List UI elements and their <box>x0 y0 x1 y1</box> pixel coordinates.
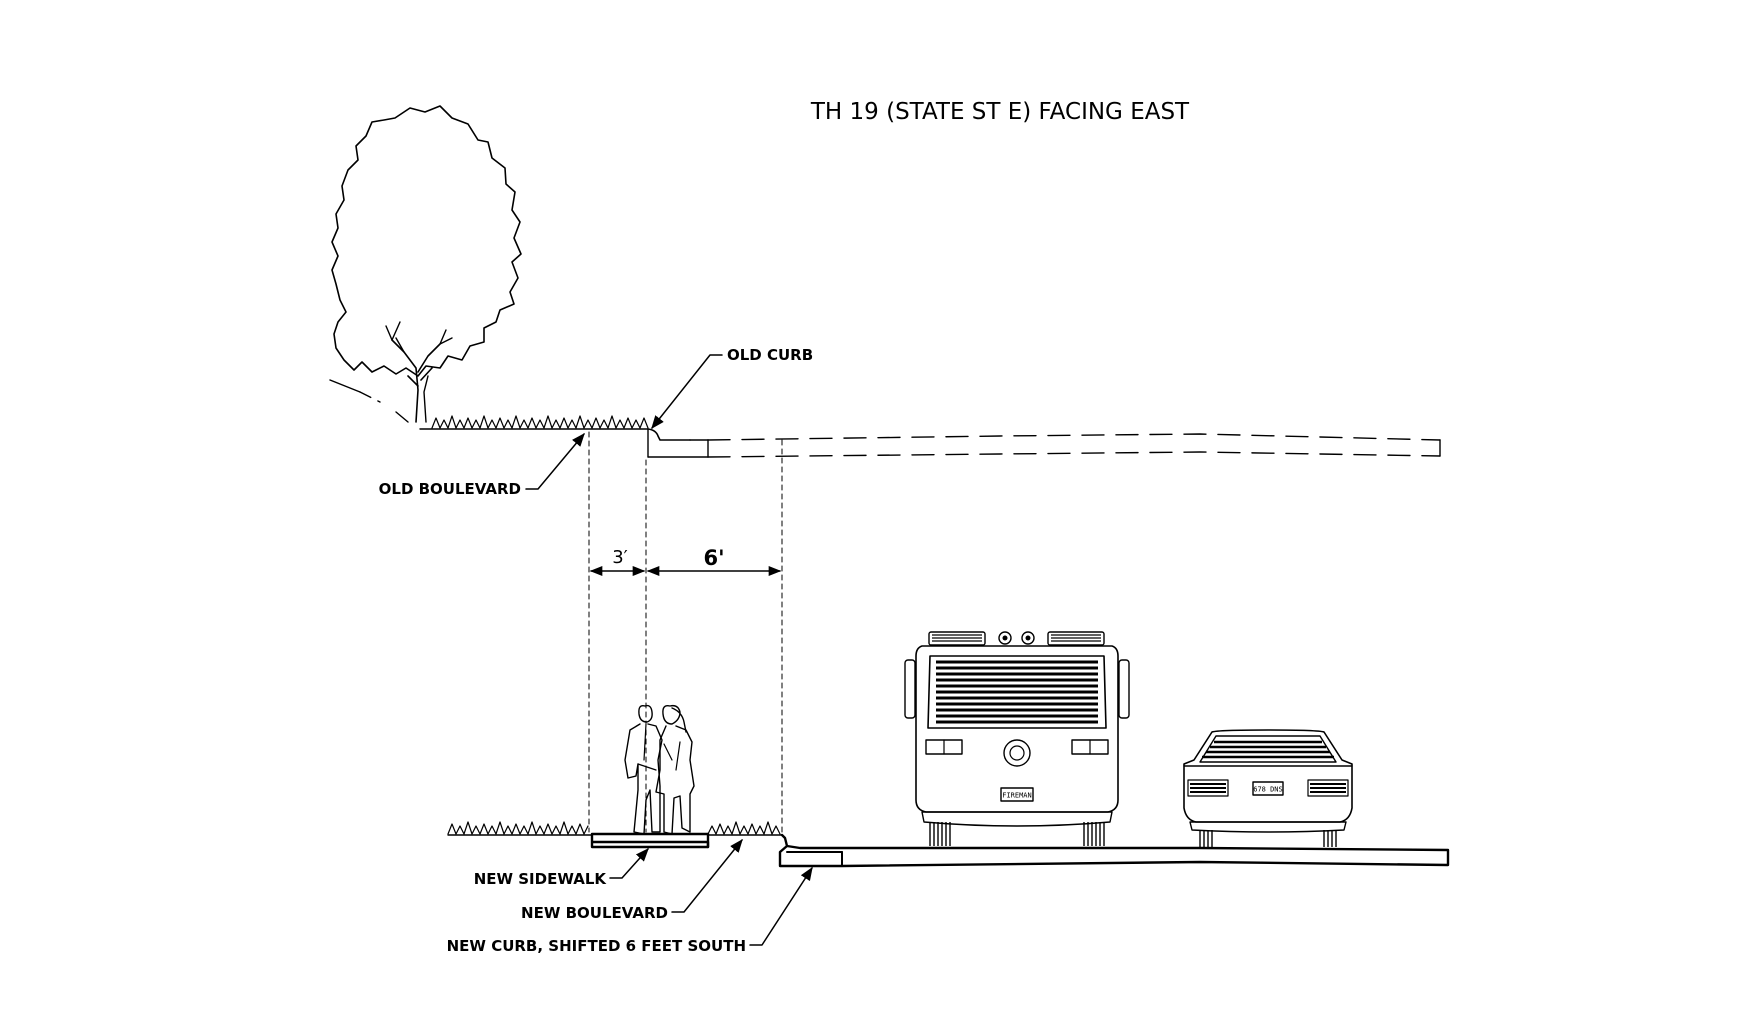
diagram-title: TH 19 (STATE ST E) FACING EAST <box>810 99 1190 125</box>
label-new-curb: NEW CURB, SHIFTED 6 FEET SOUTH <box>447 937 746 955</box>
dimension-3ft: 3′ <box>589 547 646 577</box>
label-old-curb: OLD CURB <box>727 346 813 364</box>
dimension-6ft-label: 6' <box>703 546 724 570</box>
label-old-boulevard: OLD BOULEVARD <box>379 480 521 498</box>
pedestrians-illustration <box>624 704 695 835</box>
old-curb-and-roadway <box>647 428 1441 458</box>
label-new-sidewalk: NEW SIDEWALK <box>474 870 608 888</box>
tree-illustration <box>329 105 522 423</box>
new-curb-and-roadway <box>778 833 1450 868</box>
fire-truck-illustration: FIREMAN <box>904 631 1130 846</box>
label-new-boulevard: NEW BOULEVARD <box>521 904 668 922</box>
old-boulevard-grass <box>419 415 649 430</box>
car-illustration: 678 DNS <box>1183 729 1353 847</box>
car-plate: 678 DNS <box>1253 786 1283 794</box>
new-boulevard-grass <box>707 821 783 836</box>
dimension-6ft: 6' <box>646 546 782 577</box>
leader-lines <box>525 354 813 946</box>
new-sidewalk-slab <box>590 832 710 849</box>
dimension-3ft-label: 3′ <box>612 547 628 568</box>
new-ground-grass-left <box>447 821 593 836</box>
fire-truck-plate: FIREMAN <box>1002 792 1032 800</box>
reference-lines <box>588 431 783 833</box>
